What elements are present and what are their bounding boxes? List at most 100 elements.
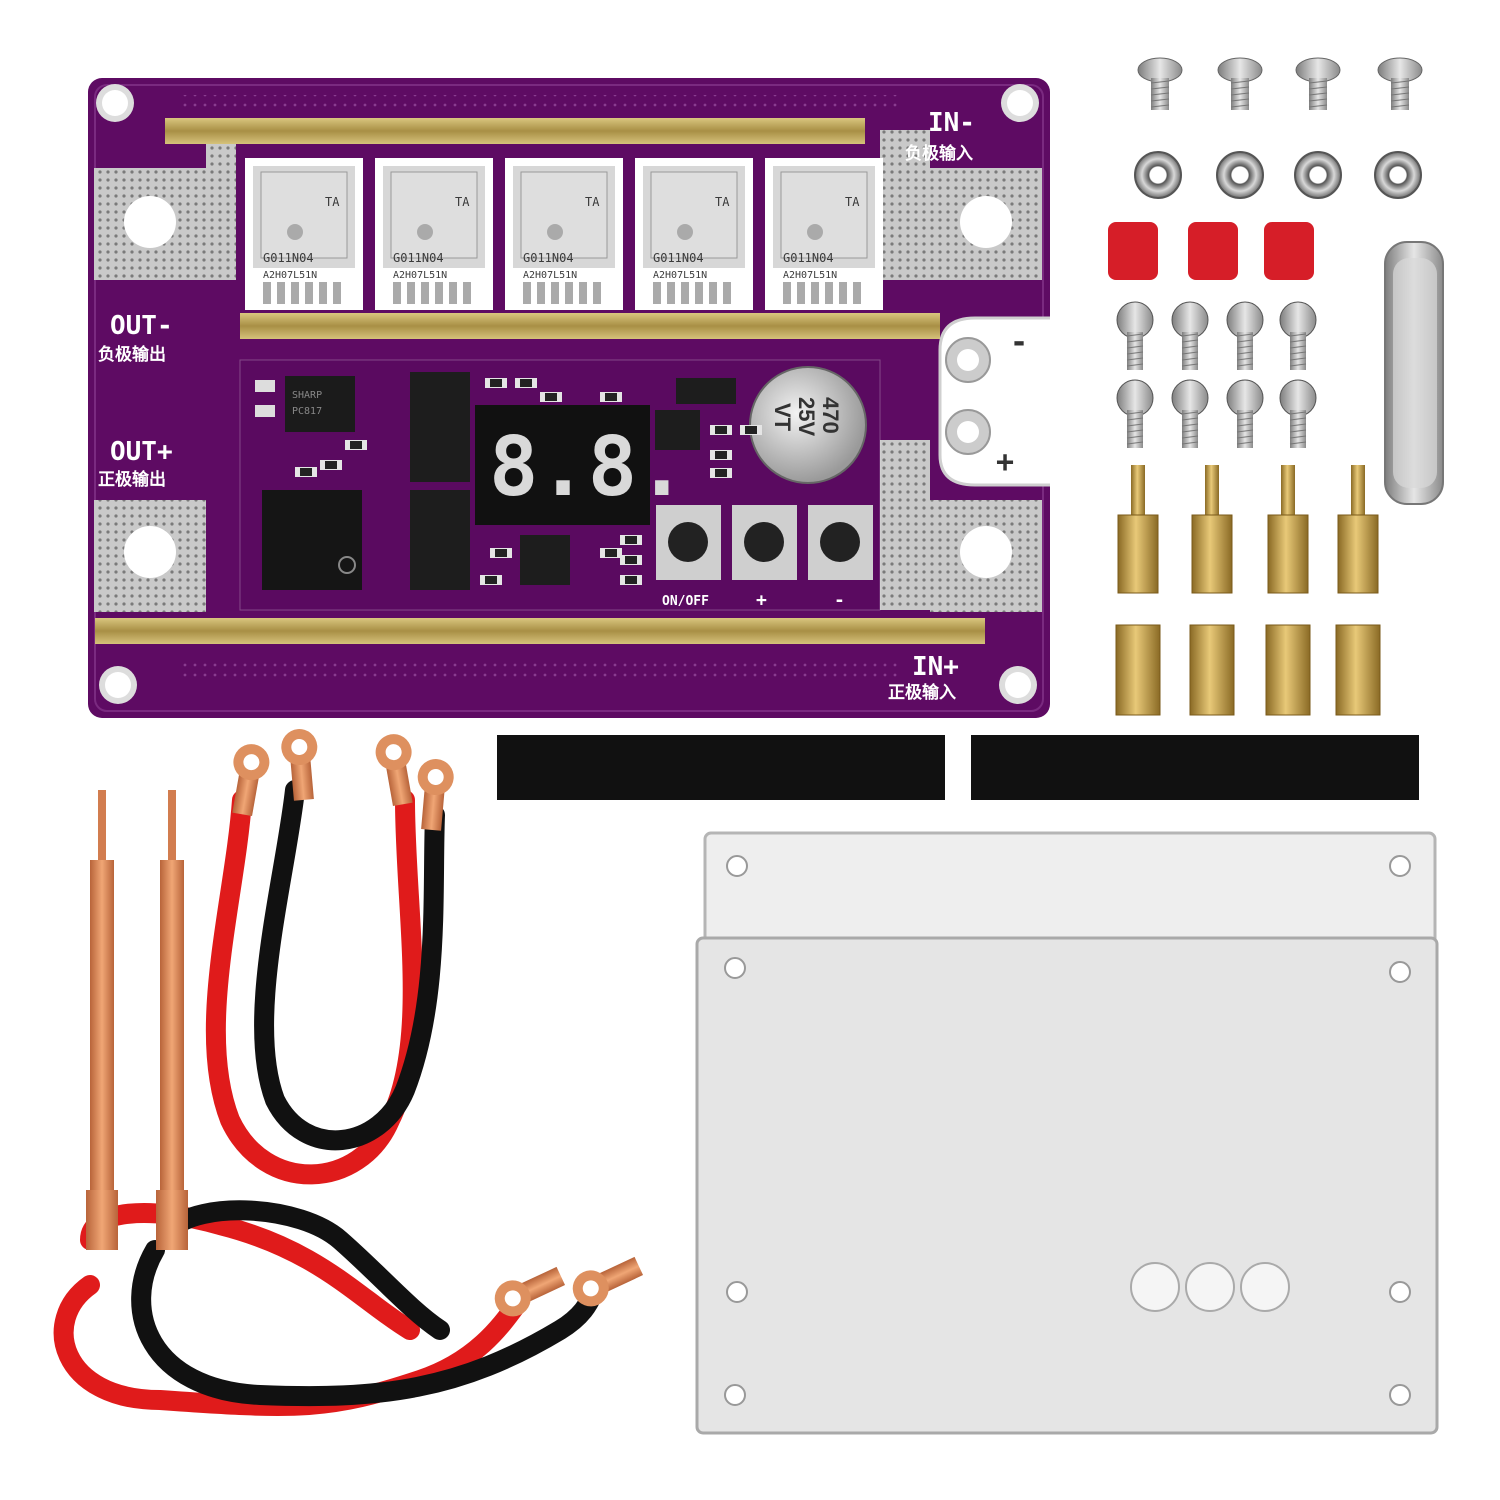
smd-resistor bbox=[485, 378, 507, 388]
brass-standoff bbox=[1115, 465, 1161, 716]
mosfet-row: G011N04A2H07L51NTAG011N04A2H07L51NTAG011… bbox=[245, 158, 883, 310]
terminal-pads bbox=[94, 130, 1042, 612]
terminal-plus-label: + bbox=[996, 445, 1014, 480]
svg-text:A2H07L51N: A2H07L51N bbox=[393, 270, 447, 281]
out-plus-label: OUT+ bbox=[110, 437, 173, 467]
flat-screw bbox=[1377, 57, 1423, 110]
welding-pens bbox=[86, 790, 188, 1250]
nut bbox=[1294, 151, 1342, 199]
out-minus-label: OUT- bbox=[110, 311, 173, 341]
microcontroller-chips bbox=[410, 372, 736, 590]
terminal-minus-label: - bbox=[1010, 325, 1028, 360]
nut bbox=[1374, 151, 1422, 199]
brass-standoff bbox=[1335, 465, 1381, 716]
svg-text:25V: 25V bbox=[794, 397, 819, 436]
hex-screw bbox=[1171, 379, 1209, 448]
button-plus-label: + bbox=[756, 590, 767, 611]
svg-text:TA: TA bbox=[715, 195, 730, 209]
nut bbox=[1216, 151, 1264, 199]
svg-text:A2H07L51N: A2H07L51N bbox=[263, 270, 317, 281]
button-minus-label: - bbox=[834, 590, 845, 611]
svg-text:TA: TA bbox=[585, 195, 600, 209]
hex-screw bbox=[1279, 301, 1317, 370]
smd-resistor bbox=[320, 460, 342, 470]
pcb-board: G011N04A2H07L51NTAG011N04A2H07L51NTAG011… bbox=[88, 78, 1050, 718]
hex-screw bbox=[1279, 379, 1317, 448]
hardware-kit bbox=[1108, 57, 1444, 716]
hex-screw bbox=[1116, 301, 1154, 370]
hex-screw bbox=[1226, 379, 1264, 448]
out-plus-cn-label: 正极输出 bbox=[98, 469, 166, 490]
out-minus-cn-label: 负极输出 bbox=[98, 344, 166, 365]
svg-text:TA: TA bbox=[845, 195, 860, 209]
mounting-holes bbox=[96, 84, 1039, 704]
smd-resistor bbox=[540, 392, 562, 402]
flat-screw bbox=[1295, 57, 1341, 110]
in-plus-cn-label: 正极输入 bbox=[888, 682, 956, 703]
svg-text:A2H07L51N: A2H07L51N bbox=[523, 270, 577, 281]
smd-resistor bbox=[620, 575, 642, 585]
tact-buttons bbox=[656, 505, 873, 580]
copper-bus-bars bbox=[95, 118, 985, 644]
smd-resistor bbox=[480, 575, 502, 585]
optocoupler-chip: SHARP PC817 bbox=[285, 376, 355, 432]
brass-standoff bbox=[1265, 465, 1311, 716]
smd-resistor bbox=[740, 425, 762, 435]
svg-text:A2H07L51N: A2H07L51N bbox=[653, 270, 707, 281]
electrolytic-capacitor: 470 25V VT bbox=[749, 366, 867, 484]
acrylic-plates bbox=[695, 831, 1439, 1435]
smd-resistor bbox=[620, 535, 642, 545]
svg-text:470: 470 bbox=[818, 397, 843, 434]
flat-screw bbox=[1137, 57, 1183, 110]
display-digits: 8.8. bbox=[489, 420, 686, 515]
svg-text:G011N04: G011N04 bbox=[393, 251, 444, 265]
in-plus-label: IN+ bbox=[912, 652, 959, 682]
smd-resistor bbox=[295, 467, 317, 477]
button-cutouts bbox=[1130, 1262, 1290, 1312]
svg-text:G011N04: G011N04 bbox=[653, 251, 704, 265]
svg-text:SHARP: SHARP bbox=[292, 390, 322, 401]
smd-resistor bbox=[710, 425, 732, 435]
nut bbox=[1134, 151, 1182, 199]
smd-components bbox=[295, 378, 762, 585]
nickel-strip-roll bbox=[1384, 241, 1444, 505]
heat-shrink-tubes bbox=[497, 735, 1419, 800]
smd-resistor bbox=[620, 555, 642, 565]
seven-segment-display: 8.8. bbox=[475, 405, 686, 525]
svg-text:PC817: PC817 bbox=[292, 406, 322, 417]
smd-resistor bbox=[600, 392, 622, 402]
in-minus-label: IN- bbox=[928, 108, 975, 138]
smd-resistor bbox=[515, 378, 537, 388]
hex-screw bbox=[1116, 379, 1154, 448]
brass-standoffs bbox=[1115, 465, 1381, 716]
smd-resistor bbox=[345, 440, 367, 450]
hex-screw bbox=[1226, 301, 1264, 370]
flat-screw bbox=[1217, 57, 1263, 110]
smd-resistor bbox=[710, 450, 732, 460]
ring-lugs bbox=[232, 729, 644, 1317]
smd-resistor bbox=[490, 548, 512, 558]
svg-text:VT: VT bbox=[770, 403, 795, 432]
hex-screws bbox=[1116, 301, 1317, 448]
button-onoff-label: ON/OFF bbox=[662, 594, 709, 609]
svg-text:TA: TA bbox=[455, 195, 470, 209]
hex-screw bbox=[1171, 301, 1209, 370]
in-minus-cn-label: 负极输入 bbox=[905, 143, 973, 164]
nuts bbox=[1134, 151, 1422, 199]
red-caps bbox=[1108, 222, 1314, 280]
svg-text:G011N04: G011N04 bbox=[783, 251, 834, 265]
flat-screws bbox=[1137, 57, 1423, 110]
svg-text:A2H07L51N: A2H07L51N bbox=[783, 270, 837, 281]
brass-standoff bbox=[1189, 465, 1235, 716]
smd-resistor bbox=[600, 548, 622, 558]
buzzer bbox=[262, 490, 362, 590]
smd-resistor bbox=[710, 468, 732, 478]
svg-text:G011N04: G011N04 bbox=[523, 251, 574, 265]
svg-text:TA: TA bbox=[325, 195, 340, 209]
